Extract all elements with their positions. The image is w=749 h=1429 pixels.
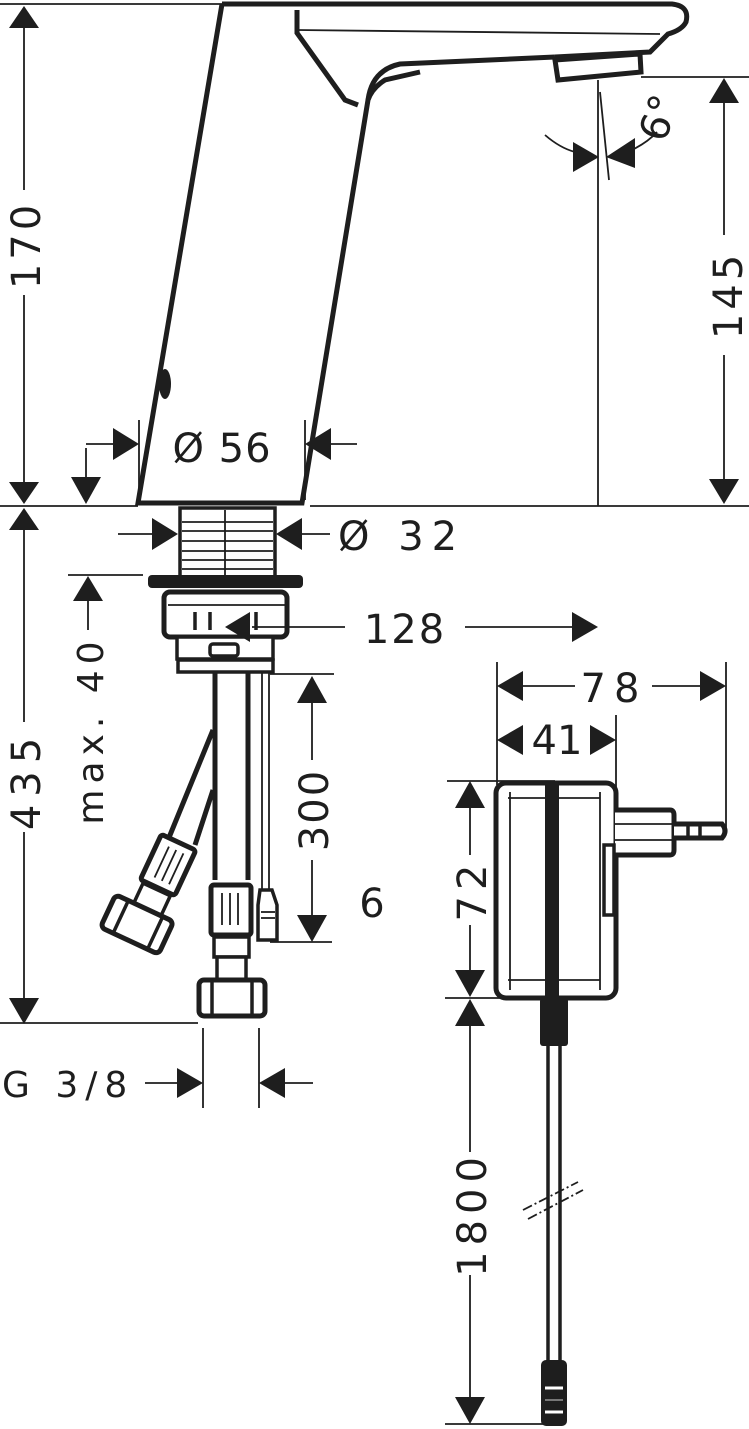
dimension-max-thickness: max. 40	[68, 574, 143, 825]
sensor-icon	[159, 369, 171, 399]
dimension-adapter-total-width: 78	[496, 662, 727, 830]
faucet-body	[0, 1, 749, 507]
dimension-label-g-3-8: G 3/8	[2, 1065, 134, 1106]
dimension-label-diameter-32: Ø 32	[338, 514, 465, 560]
dimension-adapter-height: 72	[445, 780, 555, 999]
dimension-body-diameter: Ø 56	[71, 420, 357, 504]
dimension-label-diameter-56: Ø 56	[172, 426, 271, 472]
power-adapter	[493, 780, 728, 1426]
dimension-total-height: 170	[4, 6, 50, 504]
dimension-label-6-degrees: 6°	[631, 89, 689, 146]
dimension-label-41: 41	[532, 718, 583, 764]
dimension-label-72: 72	[450, 859, 496, 922]
dimension-connection-thread: G 3/8	[2, 1028, 313, 1108]
dimension-label-145: 145	[706, 251, 749, 339]
dimension-label-max-40: max. 40	[71, 635, 112, 824]
dimension-label-78: 78	[581, 666, 648, 712]
cable-label-6: 6	[359, 881, 388, 927]
dimension-cable-length: 1800	[445, 999, 545, 1425]
dimension-adapter-body-width: 41	[497, 715, 617, 790]
dimension-label-1800: 1800	[450, 1151, 496, 1277]
dimension-hose-length: 300 6	[270, 673, 388, 943]
dimension-shank-diameter: Ø 32	[118, 514, 465, 560]
dimension-label-300: 300	[292, 769, 338, 851]
dimension-label-170: 170	[4, 201, 50, 289]
dimension-projection: 128	[225, 607, 598, 653]
dimension-label-128: 128	[364, 607, 446, 653]
supply-hoses	[99, 672, 279, 1019]
dimension-spout-height: 145	[597, 76, 749, 506]
dimension-spout-angle: 6°	[544, 89, 689, 172]
dimension-label-435: 435	[4, 730, 50, 830]
dimension-installation-length: 435	[0, 508, 198, 1024]
